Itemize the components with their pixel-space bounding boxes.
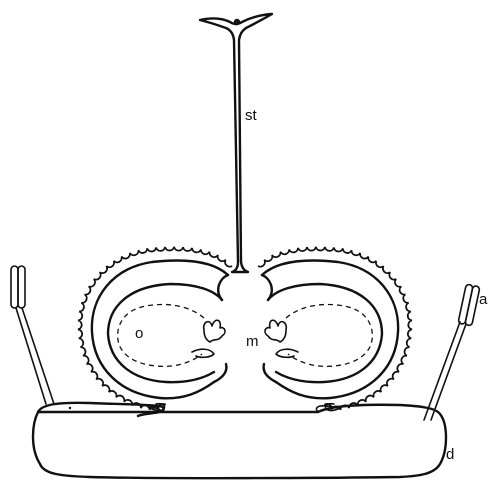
left-stamen: [11, 266, 54, 404]
disc-outline: [33, 403, 446, 478]
right-filament: [424, 322, 466, 420]
left-filament: [16, 308, 54, 404]
right-anther-theca-2: [465, 285, 480, 326]
label-disc: d: [446, 446, 454, 463]
disc-dot: [69, 407, 71, 409]
left-anther-theca-1: [11, 266, 18, 308]
stalk: [200, 14, 272, 272]
right-cavity-dashed-outline: [286, 305, 372, 367]
left-anther-theca-2: [18, 266, 25, 308]
left-lobe-hook: [192, 349, 214, 357]
right-lobe-outer-wall: [262, 261, 398, 399]
left-cavity-dashed-outline: [118, 305, 204, 367]
left-lobe: [78, 247, 232, 411]
right-stamen: [424, 284, 480, 420]
left-lobe-septum: [214, 275, 228, 382]
disc: [33, 403, 446, 478]
right-lobe-bumps: [265, 320, 286, 342]
label-right-cavity: m: [246, 333, 259, 350]
label-stalk: st: [245, 107, 258, 124]
left-lobe-bumps: [204, 320, 225, 342]
label-anther: a: [479, 291, 488, 308]
right-lobe: [258, 247, 412, 411]
stalk-cap-dot: [234, 19, 240, 25]
right-lobe-hook: [276, 349, 298, 357]
right-lobe-septum: [262, 275, 276, 382]
label-left-cavity: o: [135, 325, 143, 342]
left-lobe-outer-wall: [92, 261, 228, 399]
